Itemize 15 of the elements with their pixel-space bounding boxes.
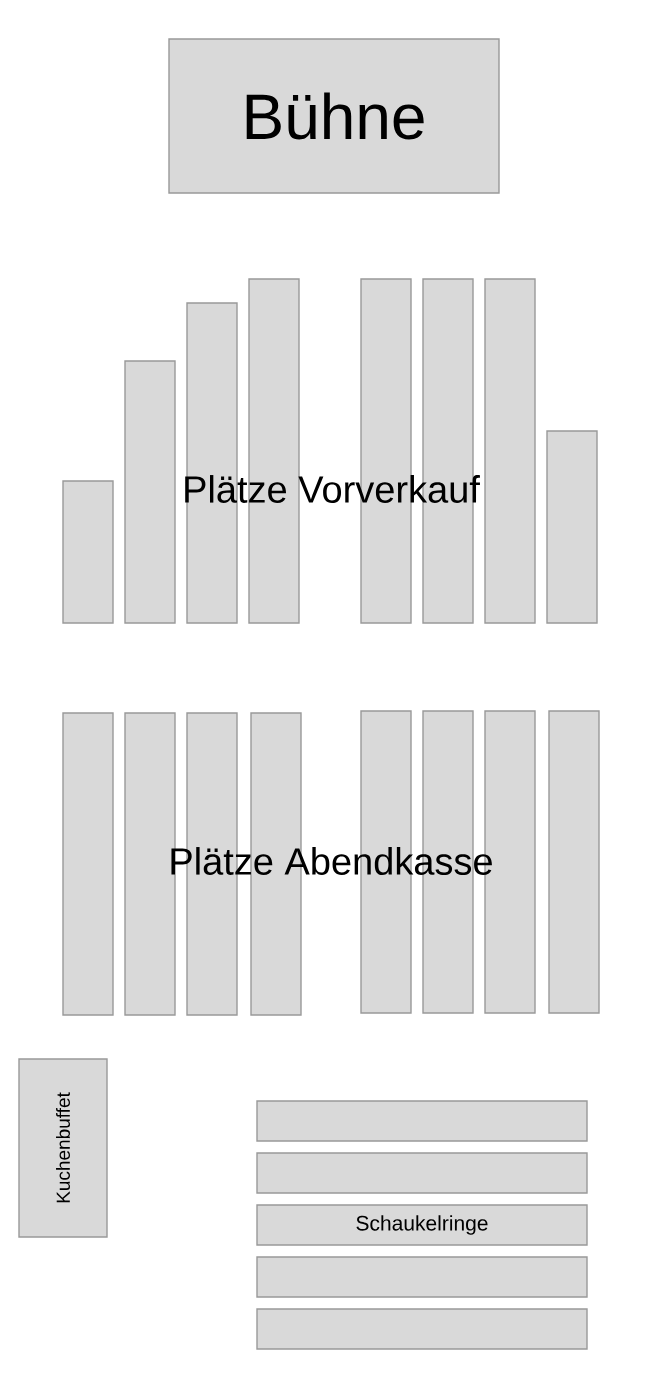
seat-row: [62, 712, 114, 1016]
area-label: Plätze Abendkasse: [171, 847, 492, 875]
ring-bar: [256, 1100, 588, 1142]
buffet-box: Kuchenbuffet: [18, 1058, 108, 1238]
area-label: Plätze Vorverkauf: [185, 475, 480, 503]
stage-box: Bühne: [168, 38, 500, 194]
ring-bar: [256, 1152, 588, 1194]
seat-row: [124, 360, 176, 624]
ring-bar: Schaukelringe: [256, 1204, 588, 1246]
seat-row: [548, 710, 600, 1014]
ring-bar: [256, 1308, 588, 1350]
ring-bar: [256, 1256, 588, 1298]
seat-row: [546, 430, 598, 624]
seat-row: [62, 480, 114, 624]
seat-row: [484, 278, 536, 624]
